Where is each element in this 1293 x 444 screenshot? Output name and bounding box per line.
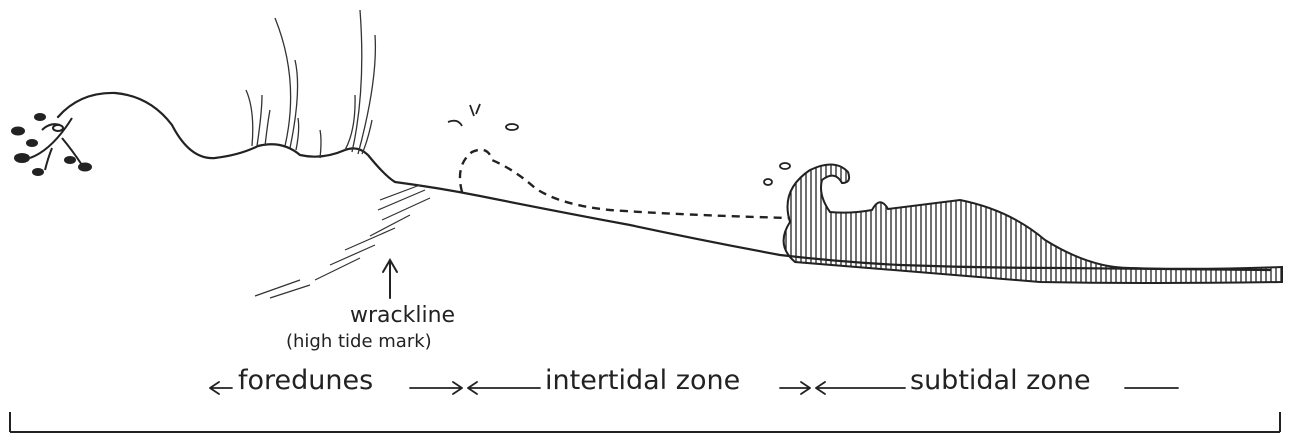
breaking-wave-icon	[784, 164, 1282, 283]
splash-droplet-icon	[448, 104, 790, 185]
zone-label-subtidal: subtidal zone	[910, 367, 1091, 394]
dune-plant-icon	[12, 114, 91, 175]
intertidal-left-arrow	[468, 382, 540, 394]
foredunes-left-arrow	[210, 382, 232, 394]
subtidal-left-arrow	[816, 382, 905, 394]
up-arrow-icon	[383, 260, 397, 298]
wrackline-marks	[255, 185, 430, 298]
wrackline-label: wrackline	[350, 305, 455, 327]
swash-line	[460, 150, 790, 218]
dune-grass-icon	[246, 10, 375, 158]
intertidal-right-arrow	[780, 382, 810, 394]
bottom-bracket	[10, 412, 1280, 432]
zone-label-intertidal: intertidal zone	[545, 367, 740, 394]
foredunes-right-arrow	[410, 382, 462, 394]
zone-label-foredunes: foredunes	[238, 367, 373, 394]
ground-profile-line	[58, 93, 1270, 270]
wrackline-note-label: (high tide mark)	[286, 333, 432, 351]
